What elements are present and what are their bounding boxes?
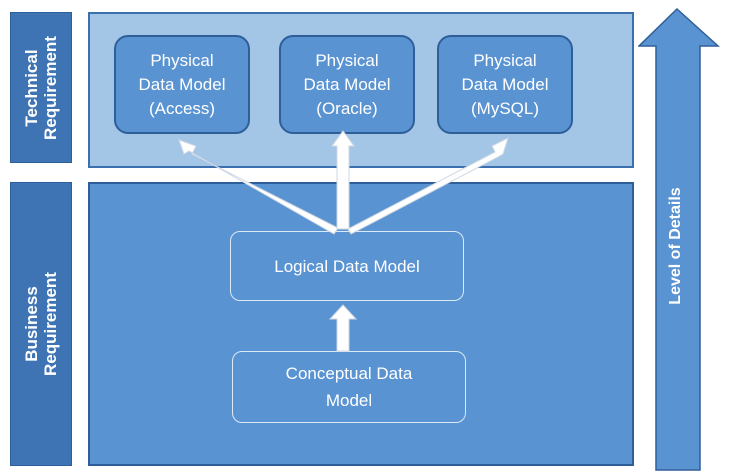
level-of-details-arrow (638, 8, 720, 471)
level-of-details-label: Level of Details (667, 187, 684, 305)
arrow-logical-to-oracle (331, 130, 355, 230)
conceptual-model-box: Conceptual Data Model (232, 351, 466, 423)
arrow-logical-to-access (178, 139, 339, 235)
arrow-logical-to-mysql (347, 137, 509, 235)
logical-model-box: Logical Data Model (230, 231, 464, 301)
business-requirement-label: Business Requirement (10, 182, 72, 466)
arrow-conceptual-to-logical (328, 304, 358, 352)
physical-model-access: Physical Data Model (Access) (114, 35, 250, 134)
technical-requirement-label: Technical Requirement (10, 12, 72, 163)
physical-model-oracle: Physical Data Model (Oracle) (279, 35, 415, 134)
physical-model-mysql: Physical Data Model (MySQL) (437, 35, 573, 134)
